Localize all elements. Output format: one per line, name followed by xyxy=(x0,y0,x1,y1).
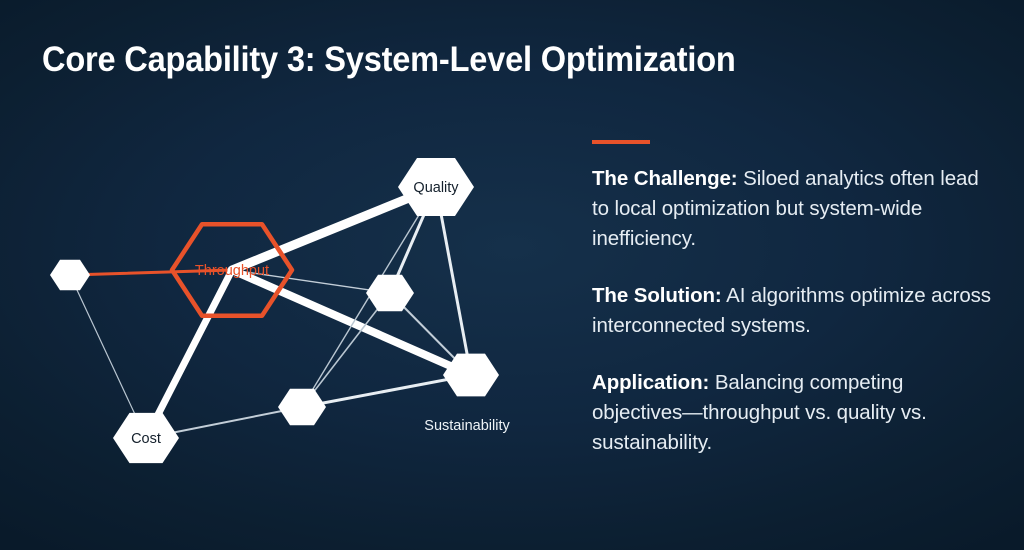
graph-edge xyxy=(300,373,473,409)
graph-edge xyxy=(231,269,391,294)
accent-bar xyxy=(592,140,650,144)
paragraph: Application: Balancing competing objecti… xyxy=(592,368,996,458)
graph-node[interactable] xyxy=(278,388,326,426)
graph-node-label: Quality xyxy=(413,180,459,196)
graph-edge xyxy=(434,185,473,377)
graph-node[interactable] xyxy=(443,353,499,397)
graph-edge xyxy=(228,266,475,379)
graph-node[interactable] xyxy=(50,259,90,291)
graph-node-label: Sustainability xyxy=(424,418,510,434)
graph-node[interactable] xyxy=(398,158,474,216)
paragraph-body: Siloed analytics often lead to local opt… xyxy=(592,167,979,250)
graph-edge xyxy=(227,182,441,275)
edges-layer xyxy=(68,182,475,442)
nodes-layer xyxy=(50,158,499,464)
graph-edge xyxy=(68,268,234,277)
graph-edge xyxy=(69,274,147,439)
paragraph-list: The Challenge: Siloed analytics often le… xyxy=(592,164,996,458)
graph-node-label: Throughput xyxy=(195,263,269,279)
paragraph: The Challenge: Siloed analytics often le… xyxy=(592,164,996,254)
graph-edge xyxy=(142,266,236,442)
graph-edge xyxy=(301,292,391,408)
paragraph-lead: The Challenge: xyxy=(592,167,738,190)
paragraph-body: AI algorithms optimize across interconne… xyxy=(592,284,991,337)
paragraph-lead: The Solution: xyxy=(592,284,722,307)
paragraph-lead: Application: xyxy=(592,371,710,394)
paragraph: The Solution: AI algorithms optimize acr… xyxy=(592,281,996,341)
text-panel: The Challenge: Siloed analytics often le… xyxy=(592,140,996,458)
page-title: Core Capability 3: System-Level Optimiza… xyxy=(42,40,736,79)
paragraph-body: Balancing competing objectives—throughpu… xyxy=(592,371,927,454)
graph-node[interactable] xyxy=(366,274,414,312)
graph-node-label: Cost xyxy=(131,431,161,447)
graph-node[interactable] xyxy=(113,412,179,464)
graph-node[interactable] xyxy=(169,222,295,318)
